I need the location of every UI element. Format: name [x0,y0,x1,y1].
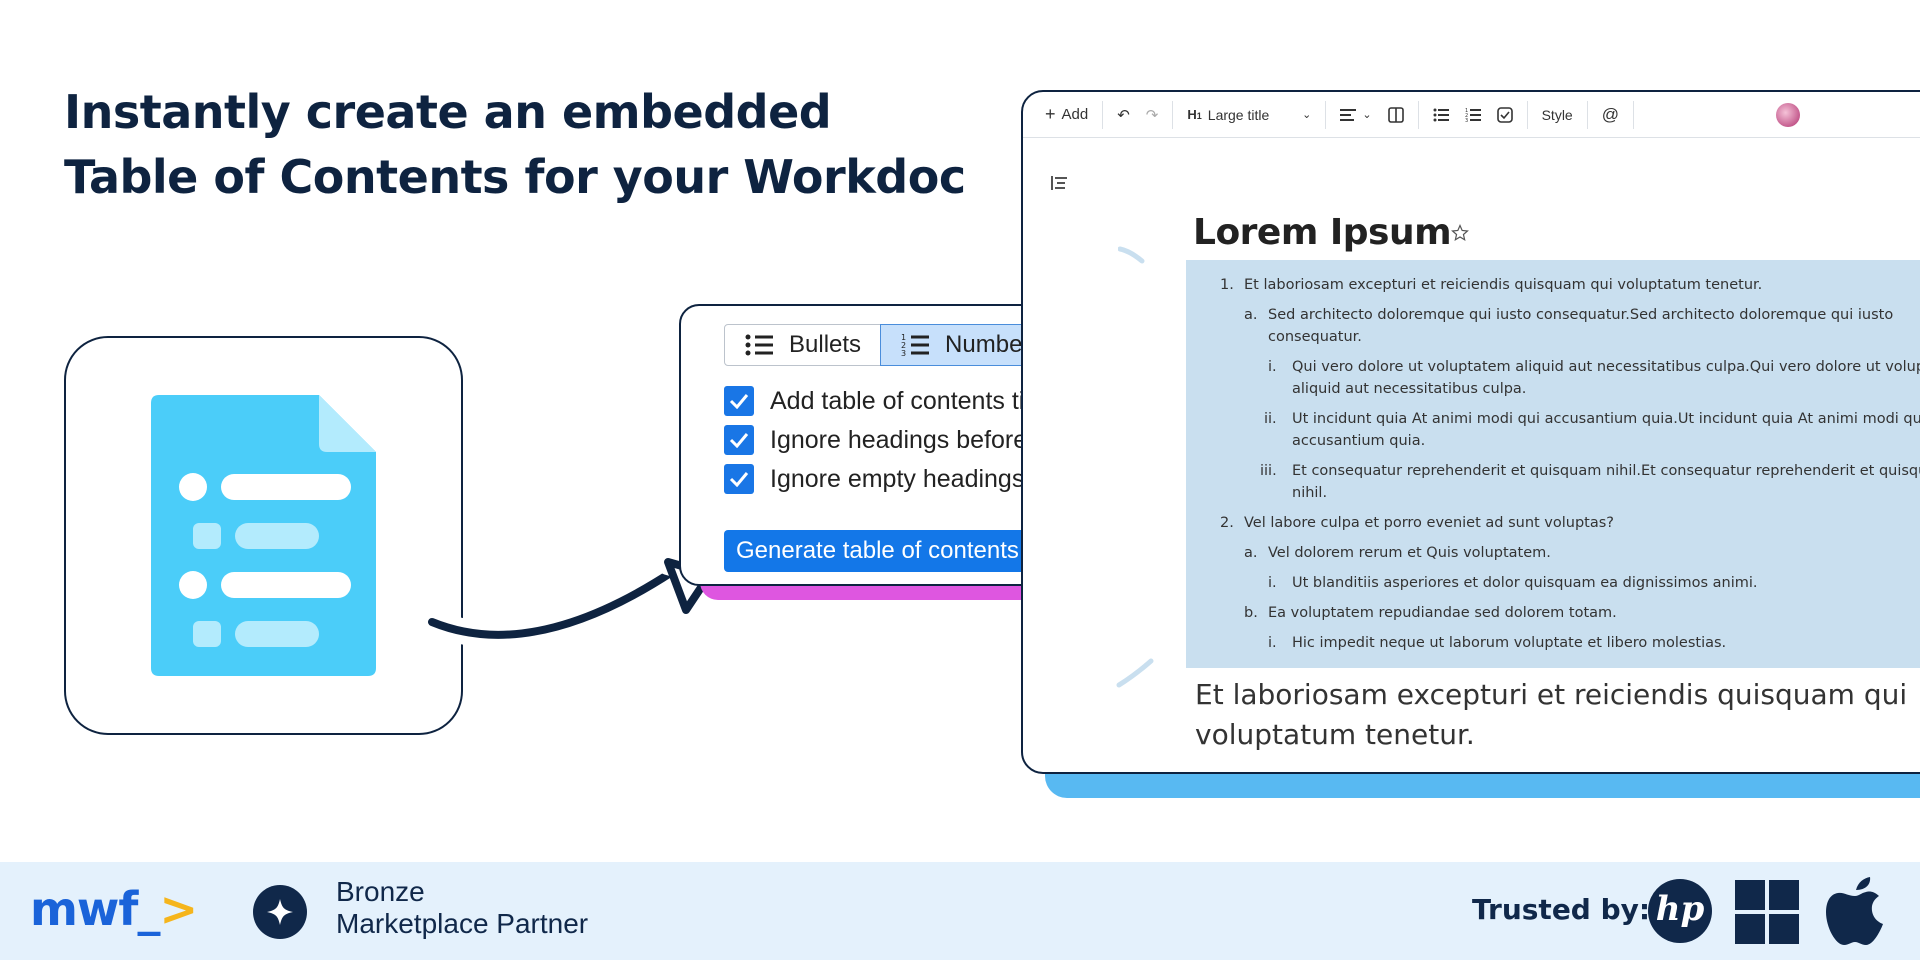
checklist-icon [1496,106,1513,123]
avatar[interactable] [1775,102,1800,127]
toc-entry-continued: nihil. [1292,485,1328,501]
toc-entry[interactable]: i.Qui vero dolore ut voluptatem aliquid … [1268,359,1920,375]
plus-icon: + [1045,104,1056,124]
add-button[interactable]: + Add [1023,92,1096,138]
toc-entry[interactable]: a.Vel dolorem rerum et Quis voluptatem. [1244,545,1551,561]
svg-text:1: 1 [1465,108,1468,114]
toc-entry[interactable]: ii.Ut incidunt quia At animi modi qui ac… [1264,411,1920,427]
align-left-icon [1340,108,1357,121]
undo-icon: ↶ [1117,106,1130,124]
toolbar-divider [1417,100,1419,129]
option-ignore-empty[interactable]: Ignore empty headings [724,464,1024,494]
checkbox-checked-icon[interactable] [724,425,754,455]
apple-icon [1826,877,1883,945]
add-label: Add [1061,106,1089,123]
svg-text:2: 2 [1465,113,1468,119]
decorative-stroke [1116,658,1154,688]
partner-text: Bronze Marketplace Partner [336,876,589,939]
redo-icon: ↷ [1145,106,1159,124]
heading-style-select[interactable]: H1 Large title ⌄ [1179,92,1319,138]
toolbar-divider [1586,100,1588,129]
option-ignore-empty-label: Ignore empty headings [770,464,1025,493]
toc-entry[interactable]: iii.Et consequatur reprehenderit et quis… [1260,463,1920,479]
headline: Instantly create an embedded Table of Co… [64,80,966,210]
toc-entry[interactable]: 2.Vel labore culpa et porro eveniet ad s… [1220,515,1615,531]
checkbox-checked-icon[interactable] [724,464,754,494]
list-numbers-icon: 123 [1465,108,1481,123]
mwf-logo: mwf_> [30,882,198,936]
list-bullets-icon [1433,108,1449,121]
toc-entry-continued: accusantium quia. [1292,433,1426,449]
windows-icon [1735,880,1799,944]
headline-line-1: Instantly create an embedded [64,85,832,139]
toc-entry[interactable]: 1.Et laboriosam excepturi et reiciendis … [1220,277,1763,293]
svg-text:2: 2 [901,341,906,350]
bullets-option[interactable]: Bullets [725,325,881,365]
trusted-by-label: Trusted by: [1472,893,1651,926]
svg-text:1: 1 [901,333,906,342]
doc-title: Lorem Ipsum [1193,212,1452,253]
toc-entry[interactable]: a.Sed architecto doloremque qui iusto co… [1244,307,1894,323]
list-numbers-icon: 123 [901,333,930,358]
toc-entry-continued: aliquid aut necessitatibus culpa. [1292,381,1527,397]
option-add-title-label: Add table of contents title [770,386,1051,415]
undo-button[interactable]: ↶ [1109,92,1138,138]
toolbar-divider [1172,100,1174,129]
generate-toc-button[interactable]: Generate table of contents [724,530,1031,572]
bullet-list-button[interactable] [1425,92,1457,138]
list-bullets-icon [745,334,773,356]
columns-icon [1387,106,1404,123]
mention-button[interactable]: @ [1601,104,1619,124]
svg-text:3: 3 [901,349,906,358]
table-of-contents-block[interactable]: 1.Et laboriosam excepturi et reiciendis … [1186,260,1920,668]
style-button[interactable]: Style [1541,106,1573,123]
toolbar-divider [1102,100,1104,129]
sparkle-icon [267,899,293,925]
toolbar-divider [1632,100,1634,129]
heading-style-label: Large title [1207,106,1270,123]
svg-text:3: 3 [1465,118,1468,123]
footer [0,862,1920,960]
heading-icon: H1 [1187,107,1202,122]
body-line-1: Et laboriosam excepturi et reiciendis qu… [1195,678,1908,711]
chevron-down-icon: ⌄ [1362,109,1372,121]
checkbox-checked-icon[interactable] [724,386,754,416]
toolbar-divider [1325,100,1327,129]
toc-entry[interactable]: b.Ea voluptatem repudiandae sed dolorem … [1244,605,1617,621]
bullets-label: Bullets [789,331,862,358]
outline-icon[interactable] [1051,176,1067,190]
redo-button[interactable]: ↷ [1138,92,1167,138]
toc-entry[interactable]: i.Hic impedit neque ut laborum voluptate… [1268,635,1727,651]
hp-logo: hp [1648,879,1712,943]
document-icon [151,395,376,676]
toc-entry-continued: consequatur. [1268,329,1362,345]
star-icon[interactable] [1451,224,1469,242]
checklist-button[interactable] [1489,92,1521,138]
decorative-stroke [1118,246,1145,264]
partner-badge [253,885,307,939]
chevron-down-icon: ⌄ [1302,109,1312,121]
headline-line-2: Table of Contents for your Workdoc [64,150,966,204]
body-paragraph: Et laboriosam excepturi et reiciendis qu… [1195,675,1907,755]
align-button[interactable]: ⌄ [1332,92,1379,138]
body-line-2: voluptatum tenetur. [1195,718,1475,751]
toc-entry[interactable]: i.Ut blanditiis asperiores et dolor quis… [1268,575,1758,591]
columns-button[interactable] [1380,92,1412,138]
toolbar-divider [1526,100,1528,129]
option-add-title[interactable]: Add table of contents title [724,386,1051,416]
